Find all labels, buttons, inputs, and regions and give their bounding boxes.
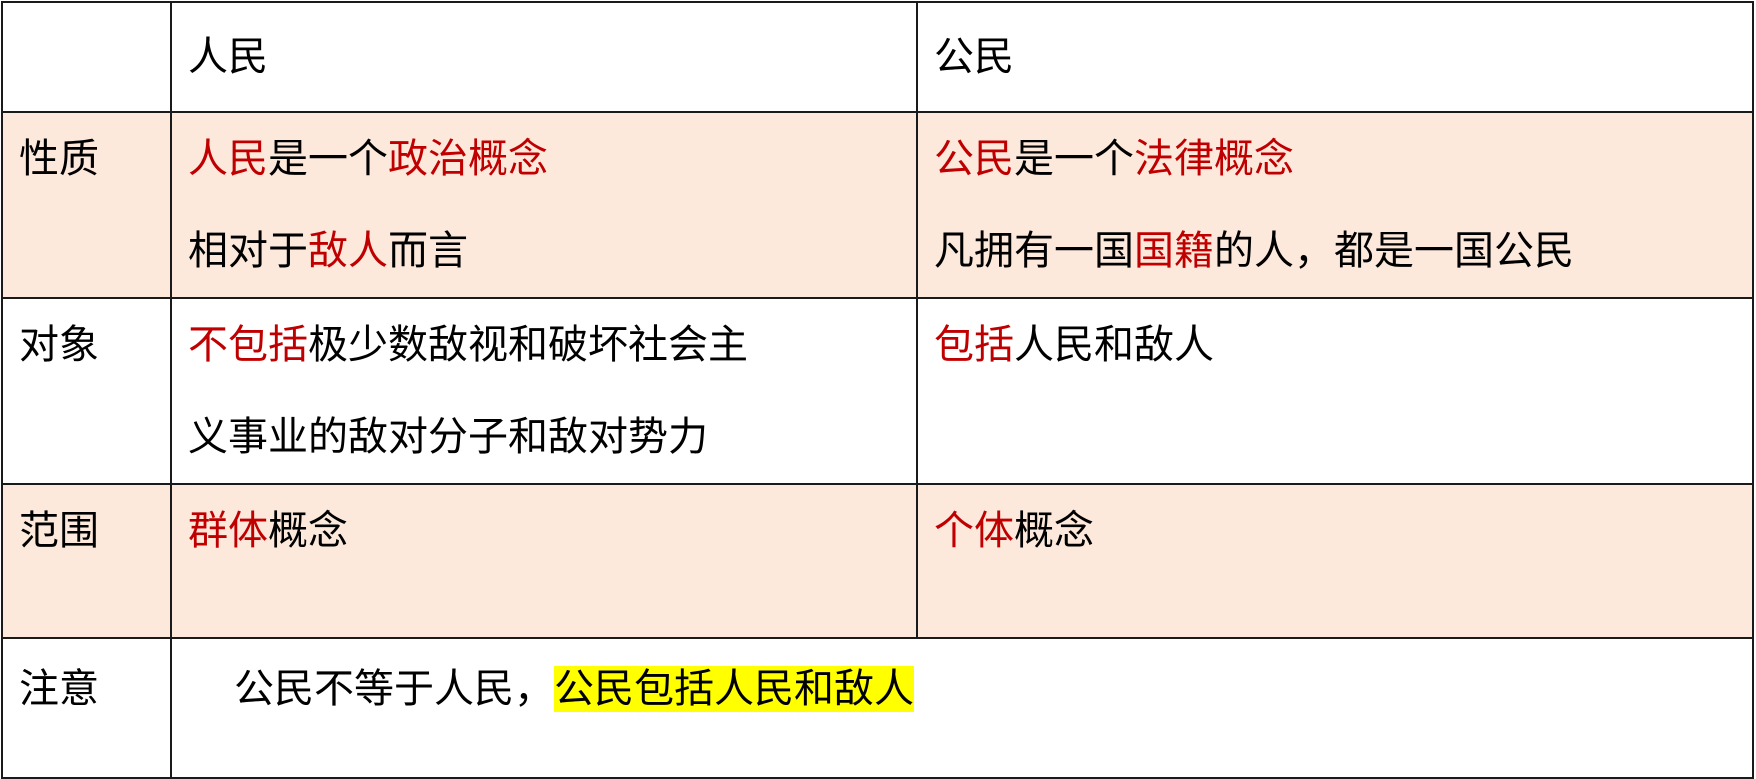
header-row: 人民 公民 <box>1 1 1754 113</box>
emphasis-text: 敌人 <box>308 228 388 274</box>
citizen-cell: 公民是一个法律概念 凡拥有一国国籍的人，都是一国公民 <box>916 111 1754 299</box>
emphasis-text: 个体 <box>934 508 1014 554</box>
people-line-2: 相对于敌人而言 <box>188 205 916 297</box>
text-segment: 是一个 <box>1014 136 1134 182</box>
note-highlight: 公民包括人民和敌人 <box>554 666 914 712</box>
emphasis-text: 不包括 <box>188 322 308 368</box>
citizen-line-1: 个体概念 <box>934 485 1752 577</box>
emphasis-text: 公民 <box>934 136 1014 182</box>
text-segment: 而言 <box>388 228 468 274</box>
citizen-line-1: 公民是一个法律概念 <box>934 113 1752 205</box>
note-cell: 公民不等于人民，公民包括人民和敌人 <box>170 637 1754 779</box>
row-label: 性质 <box>1 111 172 299</box>
emphasis-text: 群体 <box>188 508 268 554</box>
text-segment: 概念 <box>268 508 348 554</box>
people-line-1: 人民是一个政治概念 <box>188 113 916 205</box>
header-people: 人民 <box>170 1 918 113</box>
citizen-line-2: 凡拥有一国国籍的人，都是一国公民 <box>934 205 1752 297</box>
text-segment: 的人，都是一国公民 <box>1214 228 1574 274</box>
text-segment: 极少数敌视和破坏社会主 <box>308 322 748 368</box>
people-cell: 不包括极少数敌视和破坏社会主 义事业的敌对分子和敌对势力 <box>170 297 918 485</box>
table-row-scope: 范围 群体概念 个体概念 <box>1 483 1754 639</box>
emphasis-text: 包括 <box>934 322 1014 368</box>
text-segment: 是一个 <box>268 136 388 182</box>
row-label: 对象 <box>1 297 172 485</box>
people-line-1: 群体概念 <box>188 485 916 577</box>
people-line-2: 义事业的敌对分子和敌对势力 <box>188 391 916 483</box>
emphasis-text: 人民 <box>188 136 268 182</box>
emphasis-text: 法律概念 <box>1134 136 1294 182</box>
row-label: 注意 <box>1 637 172 779</box>
people-cell: 群体概念 <box>170 483 918 639</box>
header-empty-cell <box>1 1 172 113</box>
text-segment: 义事业的敌对分子和敌对势力 <box>188 414 708 460</box>
text-segment: 概念 <box>1014 508 1094 554</box>
people-cell: 人民是一个政治概念 相对于敌人而言 <box>170 111 918 299</box>
note-text: 公民不等于人民， <box>234 666 554 712</box>
table-row-object: 对象 不包括极少数敌视和破坏社会主 义事业的敌对分子和敌对势力 包括人民和敌人 <box>1 297 1754 485</box>
text-segment: 人民和敌人 <box>1014 322 1214 368</box>
text-segment: 凡拥有一国 <box>934 228 1134 274</box>
people-line-1: 不包括极少数敌视和破坏社会主 <box>188 299 916 391</box>
header-citizen: 公民 <box>916 1 1754 113</box>
table-row-note: 注意 公民不等于人民，公民包括人民和敌人 <box>1 637 1754 779</box>
emphasis-text: 政治概念 <box>388 136 548 182</box>
table-row-nature: 性质 人民是一个政治概念 相对于敌人而言 公民是一个法律概念 凡拥有一国国籍的人… <box>1 111 1754 299</box>
text-segment: 相对于 <box>188 228 308 274</box>
citizen-line-1: 包括人民和敌人 <box>934 299 1752 391</box>
citizen-cell: 个体概念 <box>916 483 1754 639</box>
emphasis-text: 国籍 <box>1134 228 1214 274</box>
row-label: 范围 <box>1 483 172 639</box>
citizen-cell: 包括人民和敌人 <box>916 297 1754 485</box>
